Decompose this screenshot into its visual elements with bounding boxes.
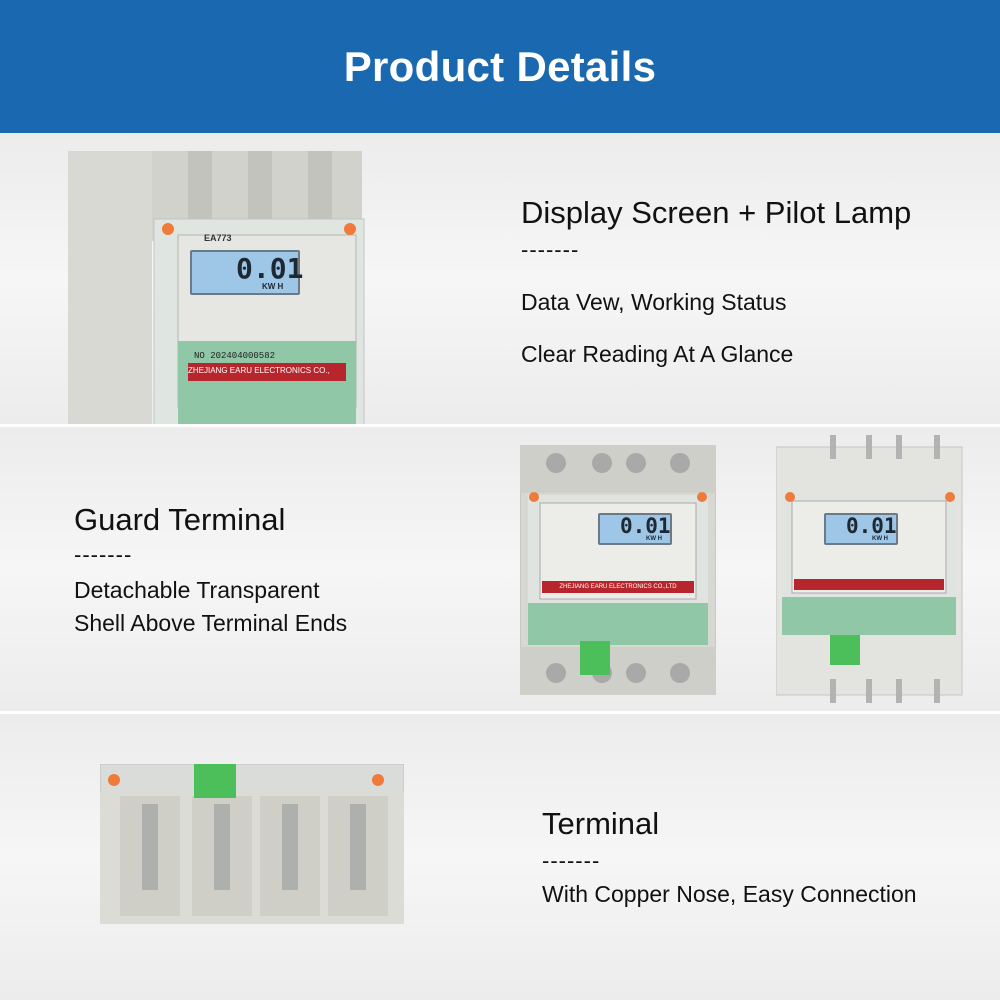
divider xyxy=(0,711,1000,714)
section-guard-terminal: Guard Terminal ------- Detachable Transp… xyxy=(0,427,1000,711)
brand-bar-front: ZHEJIANG EARU ELECTRONICS CO.,LTD xyxy=(542,581,694,593)
meter-front-image xyxy=(520,445,716,695)
section1-line-1: Data Vew, Working Status xyxy=(521,289,787,315)
section1-dash: ------- xyxy=(521,237,580,262)
lcd-unit-shell: KW H xyxy=(872,536,888,542)
section3-line-1: With Copper Nose, Easy Connection xyxy=(542,881,917,907)
section2-title: Guard Terminal xyxy=(74,502,286,537)
lcd-unit-front: KW H xyxy=(646,536,662,542)
lcd-display-front: 0.01 KW H xyxy=(598,513,672,545)
lcd-reading: 0.01 xyxy=(236,252,304,285)
section1-line-2: Clear Reading At A Glance xyxy=(521,341,794,367)
section2-dash: ------- xyxy=(74,542,133,567)
brand-bar: ZHEJIANG EARU ELECTRONICS CO.,LTD xyxy=(188,363,330,379)
section3-title: Terminal xyxy=(542,806,660,841)
meter-model: EA773 xyxy=(204,233,232,243)
section3-dash: ------- xyxy=(542,848,601,873)
header-banner: Product Details xyxy=(0,0,1000,133)
section-terminal: Terminal ------- With Copper Nose, Easy … xyxy=(0,714,1000,1000)
divider xyxy=(0,424,1000,427)
meter-serial: NO 202404000582 xyxy=(194,351,276,361)
section1-title: Display Screen + Pilot Lamp xyxy=(521,195,912,230)
lcd-reading-front: 0.01 xyxy=(620,514,671,538)
lcd-display: 0.01 KW H xyxy=(190,250,304,295)
terminal-block-image xyxy=(100,764,404,924)
lcd-display-shell: 0.01 KW H xyxy=(824,513,898,545)
section2-line-1: Detachable Transparent xyxy=(74,577,320,603)
lcd-reading-shell: 0.01 xyxy=(846,514,897,538)
section-display-screen: 0.01 KW H EA773 NO 202404000582 ZHEJIANG… xyxy=(0,133,1000,425)
lcd-unit: KW H xyxy=(262,282,284,291)
page-title: Product Details xyxy=(343,42,657,90)
section2-line-2: Shell Above Terminal Ends xyxy=(74,610,348,636)
meter-shell-image xyxy=(776,435,963,703)
